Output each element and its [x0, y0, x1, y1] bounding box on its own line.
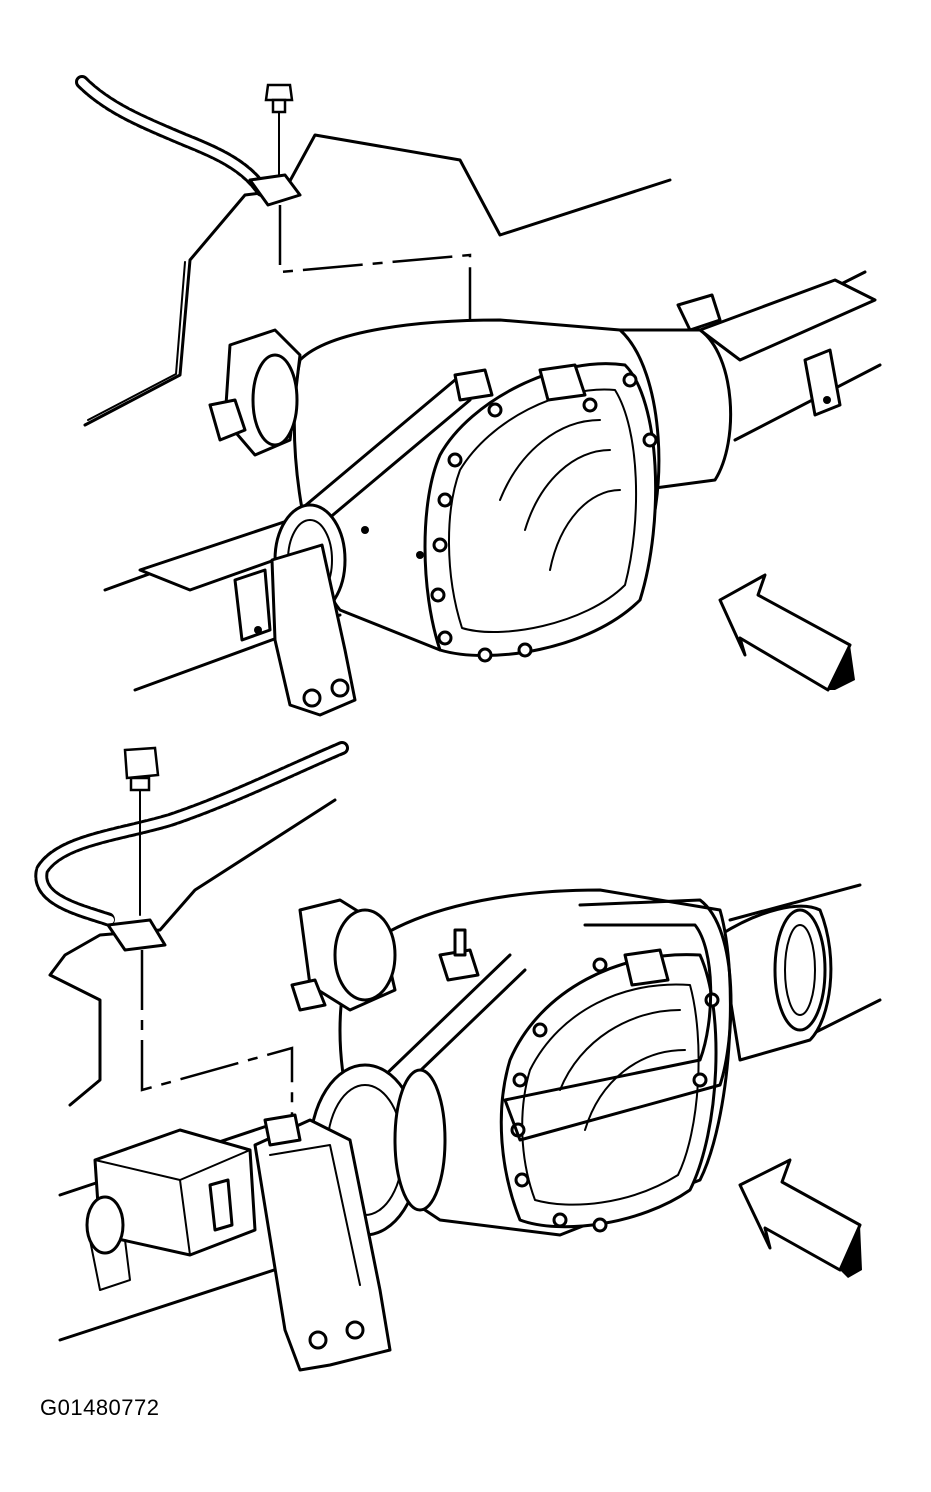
top-vent-hose	[75, 75, 269, 197]
bottom-leader-line	[140, 950, 294, 1120]
bottom-brake-line	[48, 798, 337, 1107]
bottom-clip-bracket-icon	[106, 918, 167, 952]
top-axle-differential-icon	[208, 318, 733, 717]
top-direction-arrow-icon	[718, 573, 855, 692]
bottom-axle-differential-icon	[253, 888, 733, 1372]
bottom-direction-arrow-icon	[738, 1158, 862, 1278]
figure-code: G01480772	[40, 1395, 160, 1420]
bottom-view	[34, 741, 882, 1372]
bottom-bolt-icon	[123, 746, 160, 916]
top-clip-bracket-icon	[248, 173, 302, 207]
top-bolt-icon	[264, 83, 294, 189]
bottom-vent-hose	[34, 741, 349, 927]
top-view	[75, 75, 882, 717]
bottom-axle-tubes	[58, 883, 882, 1342]
bottom-spring-pad	[85, 1128, 257, 1291]
top-leader-line	[278, 205, 472, 360]
